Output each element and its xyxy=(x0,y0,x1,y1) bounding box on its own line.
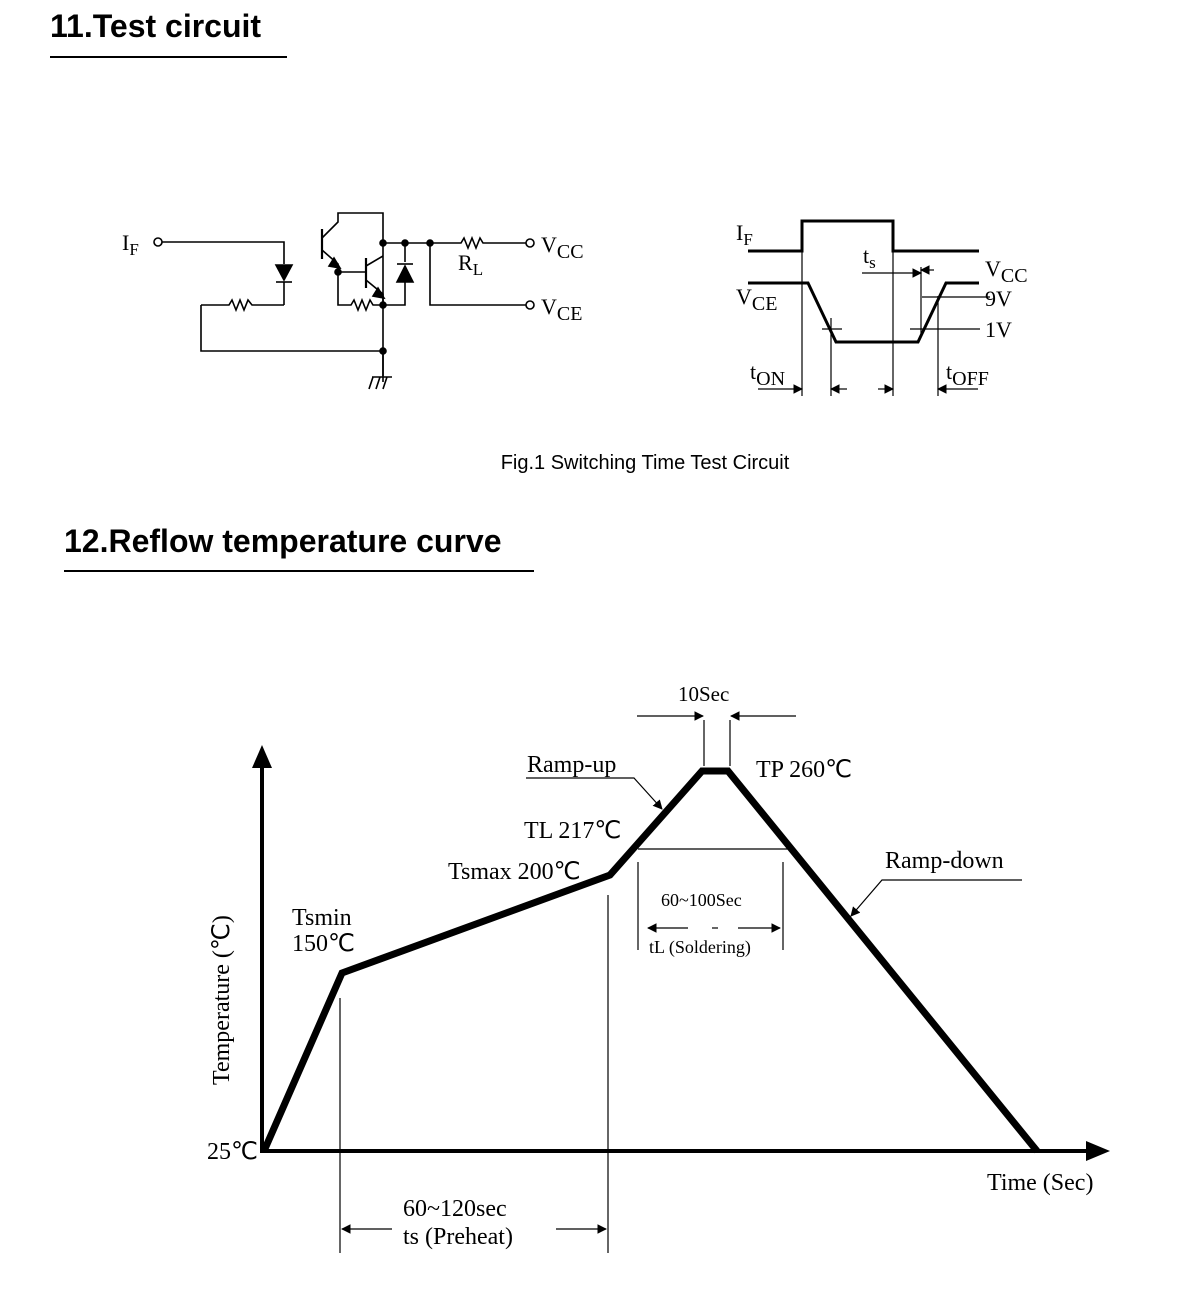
timing-vcc-label: VCC xyxy=(985,256,1028,287)
y-axis-arrow xyxy=(252,745,272,768)
section-title-reflow: 12.Reflow temperature curve xyxy=(64,523,502,559)
timing-ts-label: ts xyxy=(863,243,876,272)
tsmin-label: Tsmin xyxy=(292,905,352,931)
ton-label: tON xyxy=(750,359,785,390)
transistor-q2 xyxy=(338,255,386,305)
load-resistor xyxy=(430,235,526,251)
timing-labels: IF VCE VCC ts 9V 1V tON tOFF xyxy=(736,220,1028,390)
input-resistor xyxy=(201,297,284,313)
section-underline xyxy=(50,56,287,58)
base-resistor xyxy=(337,272,383,313)
reflow-chart: Temperature (℃) Time (Sec) 25℃ Tsmin 150… xyxy=(207,682,1110,1253)
tl-label: TL 217℃ xyxy=(524,818,621,844)
tp-label: TP 260℃ xyxy=(756,757,852,783)
y-axis-label: Temperature (℃) xyxy=(209,915,235,1085)
level-1v-label: 1V xyxy=(985,317,1012,342)
timing-vce-label: VCE xyxy=(736,284,777,315)
transistor-q1 xyxy=(320,212,384,382)
vce-waveform xyxy=(748,281,979,344)
circuit-rl-label: RL xyxy=(458,250,483,279)
ground-symbol xyxy=(368,376,392,390)
led-diode xyxy=(274,264,294,282)
circuit-labels: IF RL VCC VCE xyxy=(122,230,584,325)
x-axis-arrow xyxy=(1086,1141,1110,1161)
toff-label: tOFF xyxy=(946,359,989,390)
preheat-label: ts (Preheat) xyxy=(403,1224,513,1250)
peak-duration-label: 10Sec xyxy=(678,682,729,706)
section-title-test-circuit: 11.Test circuit xyxy=(50,8,262,44)
timing-diagram xyxy=(748,219,990,396)
level-9v-label: 9V xyxy=(985,286,1012,311)
if-terminal xyxy=(153,237,163,247)
soldering-label: tL (Soldering) xyxy=(649,937,751,958)
x-axis-label: Time (Sec) xyxy=(987,1170,1093,1196)
circuit-vcc-label: VCC xyxy=(541,232,584,263)
if-pulse xyxy=(748,219,979,253)
circuit-vce-label: VCE xyxy=(541,294,582,325)
preheat-duration-label: 60~120sec xyxy=(403,1196,507,1222)
timing-if-label: IF xyxy=(736,220,753,249)
reflow-profile-line xyxy=(260,767,1040,1154)
test-circuit-schematic xyxy=(153,212,535,390)
vcc-terminal xyxy=(525,238,535,248)
protection-diode xyxy=(395,264,415,283)
circuit-if-label: IF xyxy=(122,230,139,259)
tsmin-value: 150℃ xyxy=(292,931,355,957)
tsmax-label: Tsmax 200℃ xyxy=(448,859,581,885)
soldering-duration-label: 60~100Sec xyxy=(661,890,742,910)
section-underline xyxy=(64,570,534,572)
origin-temp-label: 25℃ xyxy=(207,1139,258,1165)
ramp-down-label: Ramp-down xyxy=(885,848,1004,874)
ramp-up-label: Ramp-up xyxy=(527,752,616,778)
vce-terminal xyxy=(525,300,535,310)
figure-caption: Fig.1 Switching Time Test Circuit xyxy=(500,452,790,474)
